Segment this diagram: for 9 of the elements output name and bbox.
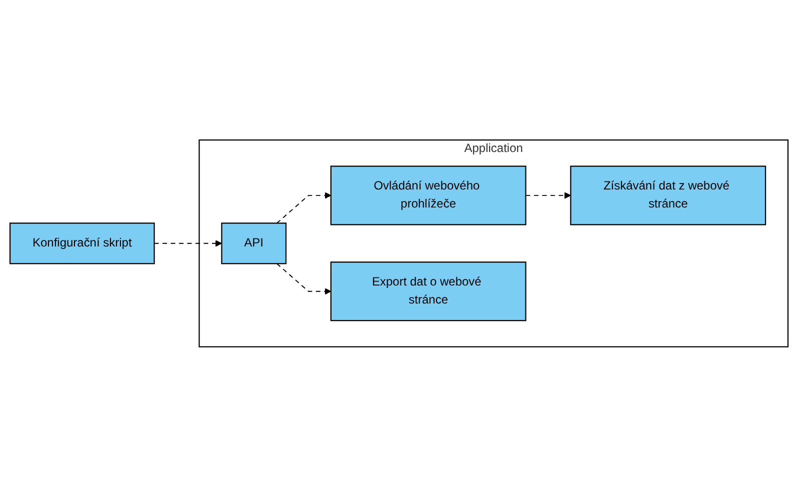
node-box: API — [221, 222, 287, 264]
node-box: Získávání dat z webové stránce — [570, 165, 766, 225]
node-box: Konfigurační skript — [9, 222, 155, 264]
arrow — [276, 192, 332, 224]
node-box: Ovládání webového prohlížeče — [330, 165, 526, 225]
arrow — [276, 262, 332, 294]
node-box: Export dat o webové stránce — [330, 261, 526, 321]
arrow — [525, 192, 571, 198]
arrow — [154, 240, 222, 246]
